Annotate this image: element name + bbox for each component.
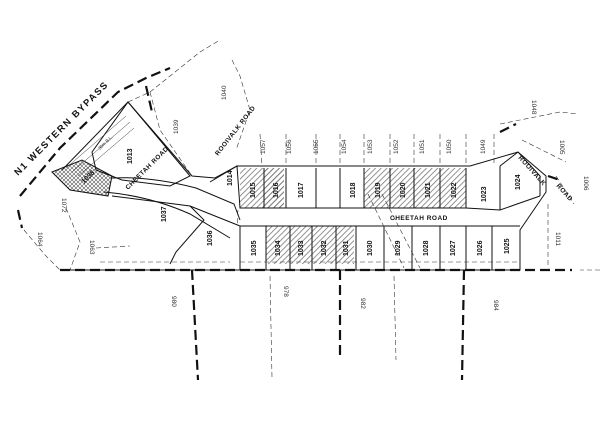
township-boundary [16,66,572,381]
outer-label-1040: 1040 [221,85,228,100]
erf-label-1028: 1028 [423,240,430,256]
erf-label-1021: 1021 [425,182,432,198]
erf-label-1015: 1015 [250,182,257,198]
outer-label-984: 984 [492,300,499,311]
outer-label-1054: 1054 [341,139,348,154]
outer-label-1039: 1039 [173,119,180,134]
outer-label-1050: 1050 [446,139,453,154]
outer-label-1057: 1057 [260,139,267,154]
outer-label-1052: 1052 [393,139,400,154]
rooivalk-road-upper-label: ROOIVALK ROAD [214,105,257,158]
outer-label-1056: 1056 [286,139,293,154]
cadastral-lines [23,39,600,379]
erf-label-1035: 1035 [251,240,258,256]
erf-label-1017: 1017 [298,182,305,198]
erf-labels: 1013 1014 1015 1016 1017 1018 1019 1020 … [80,148,522,256]
outer-erf-labels: 1039 1040 1057 1056 1055 1054 1053 1052 … [36,85,589,311]
erf-label-1033: 1033 [298,240,305,256]
outer-label-1006: 1006 [582,176,589,191]
erf-label-1030: 1030 [367,240,374,256]
shaded-erven [52,160,466,264]
erf-1019-shade [364,168,466,208]
outer-label-982: 982 [359,298,366,309]
erf-label-1014: 1014 [227,170,234,186]
erf-label-1036: 1036 [207,230,214,246]
erf-label-1026: 1026 [477,240,484,256]
outer-label-1011: 1011 [554,232,561,246]
cheetah-road-main-label: CHEETAH ROAD [390,215,448,222]
outer-label-1053: 1053 [367,139,374,154]
erf-label-1016: 1016 [273,182,280,198]
n1-western-bypass-label: N1 WESTERN BYPASS [12,79,111,178]
erf-label-1013: 1013 [127,148,134,164]
erf-label-1034: 1034 [275,240,282,256]
erf-label-1023: 1023 [481,186,488,202]
servitude-note: 30m B.L. [97,134,113,150]
erf-label-1020: 1020 [400,182,407,198]
outer-label-1063: 1063 [88,240,95,255]
erf-label-1029: 1029 [395,240,402,256]
erf-label-1032: 1032 [321,240,328,256]
outer-label-1005: 1005 [558,140,565,155]
erf-label-1022: 1022 [451,182,458,198]
outer-label-1064: 1064 [36,232,43,247]
erf-1016-shade [264,168,284,208]
outer-label-978: 978 [282,286,289,297]
erf-label-1024: 1024 [515,174,522,190]
outer-label-1051: 1051 [419,139,426,154]
outer-label-980: 980 [170,296,177,307]
servitude-lines [65,115,135,177]
erf-label-1025: 1025 [504,238,511,254]
outer-label-1055: 1055 [313,139,320,154]
erf-label-1018: 1018 [350,182,357,198]
erf-1031-1034-shade [266,226,354,264]
erf-label-1031: 1031 [343,240,350,256]
erf-label-1037: 1037 [161,206,168,222]
erf-label-1027: 1027 [450,240,457,256]
outer-label-1049: 1049 [480,139,487,154]
outer-label-1072: 1072 [60,198,67,213]
outer-label-1048: 1048 [530,100,537,115]
erf-label-1019: 1019 [375,182,382,198]
parcel-boundaries [51,101,547,271]
rooivalk-road-right-label-b: ROAD [555,183,574,203]
